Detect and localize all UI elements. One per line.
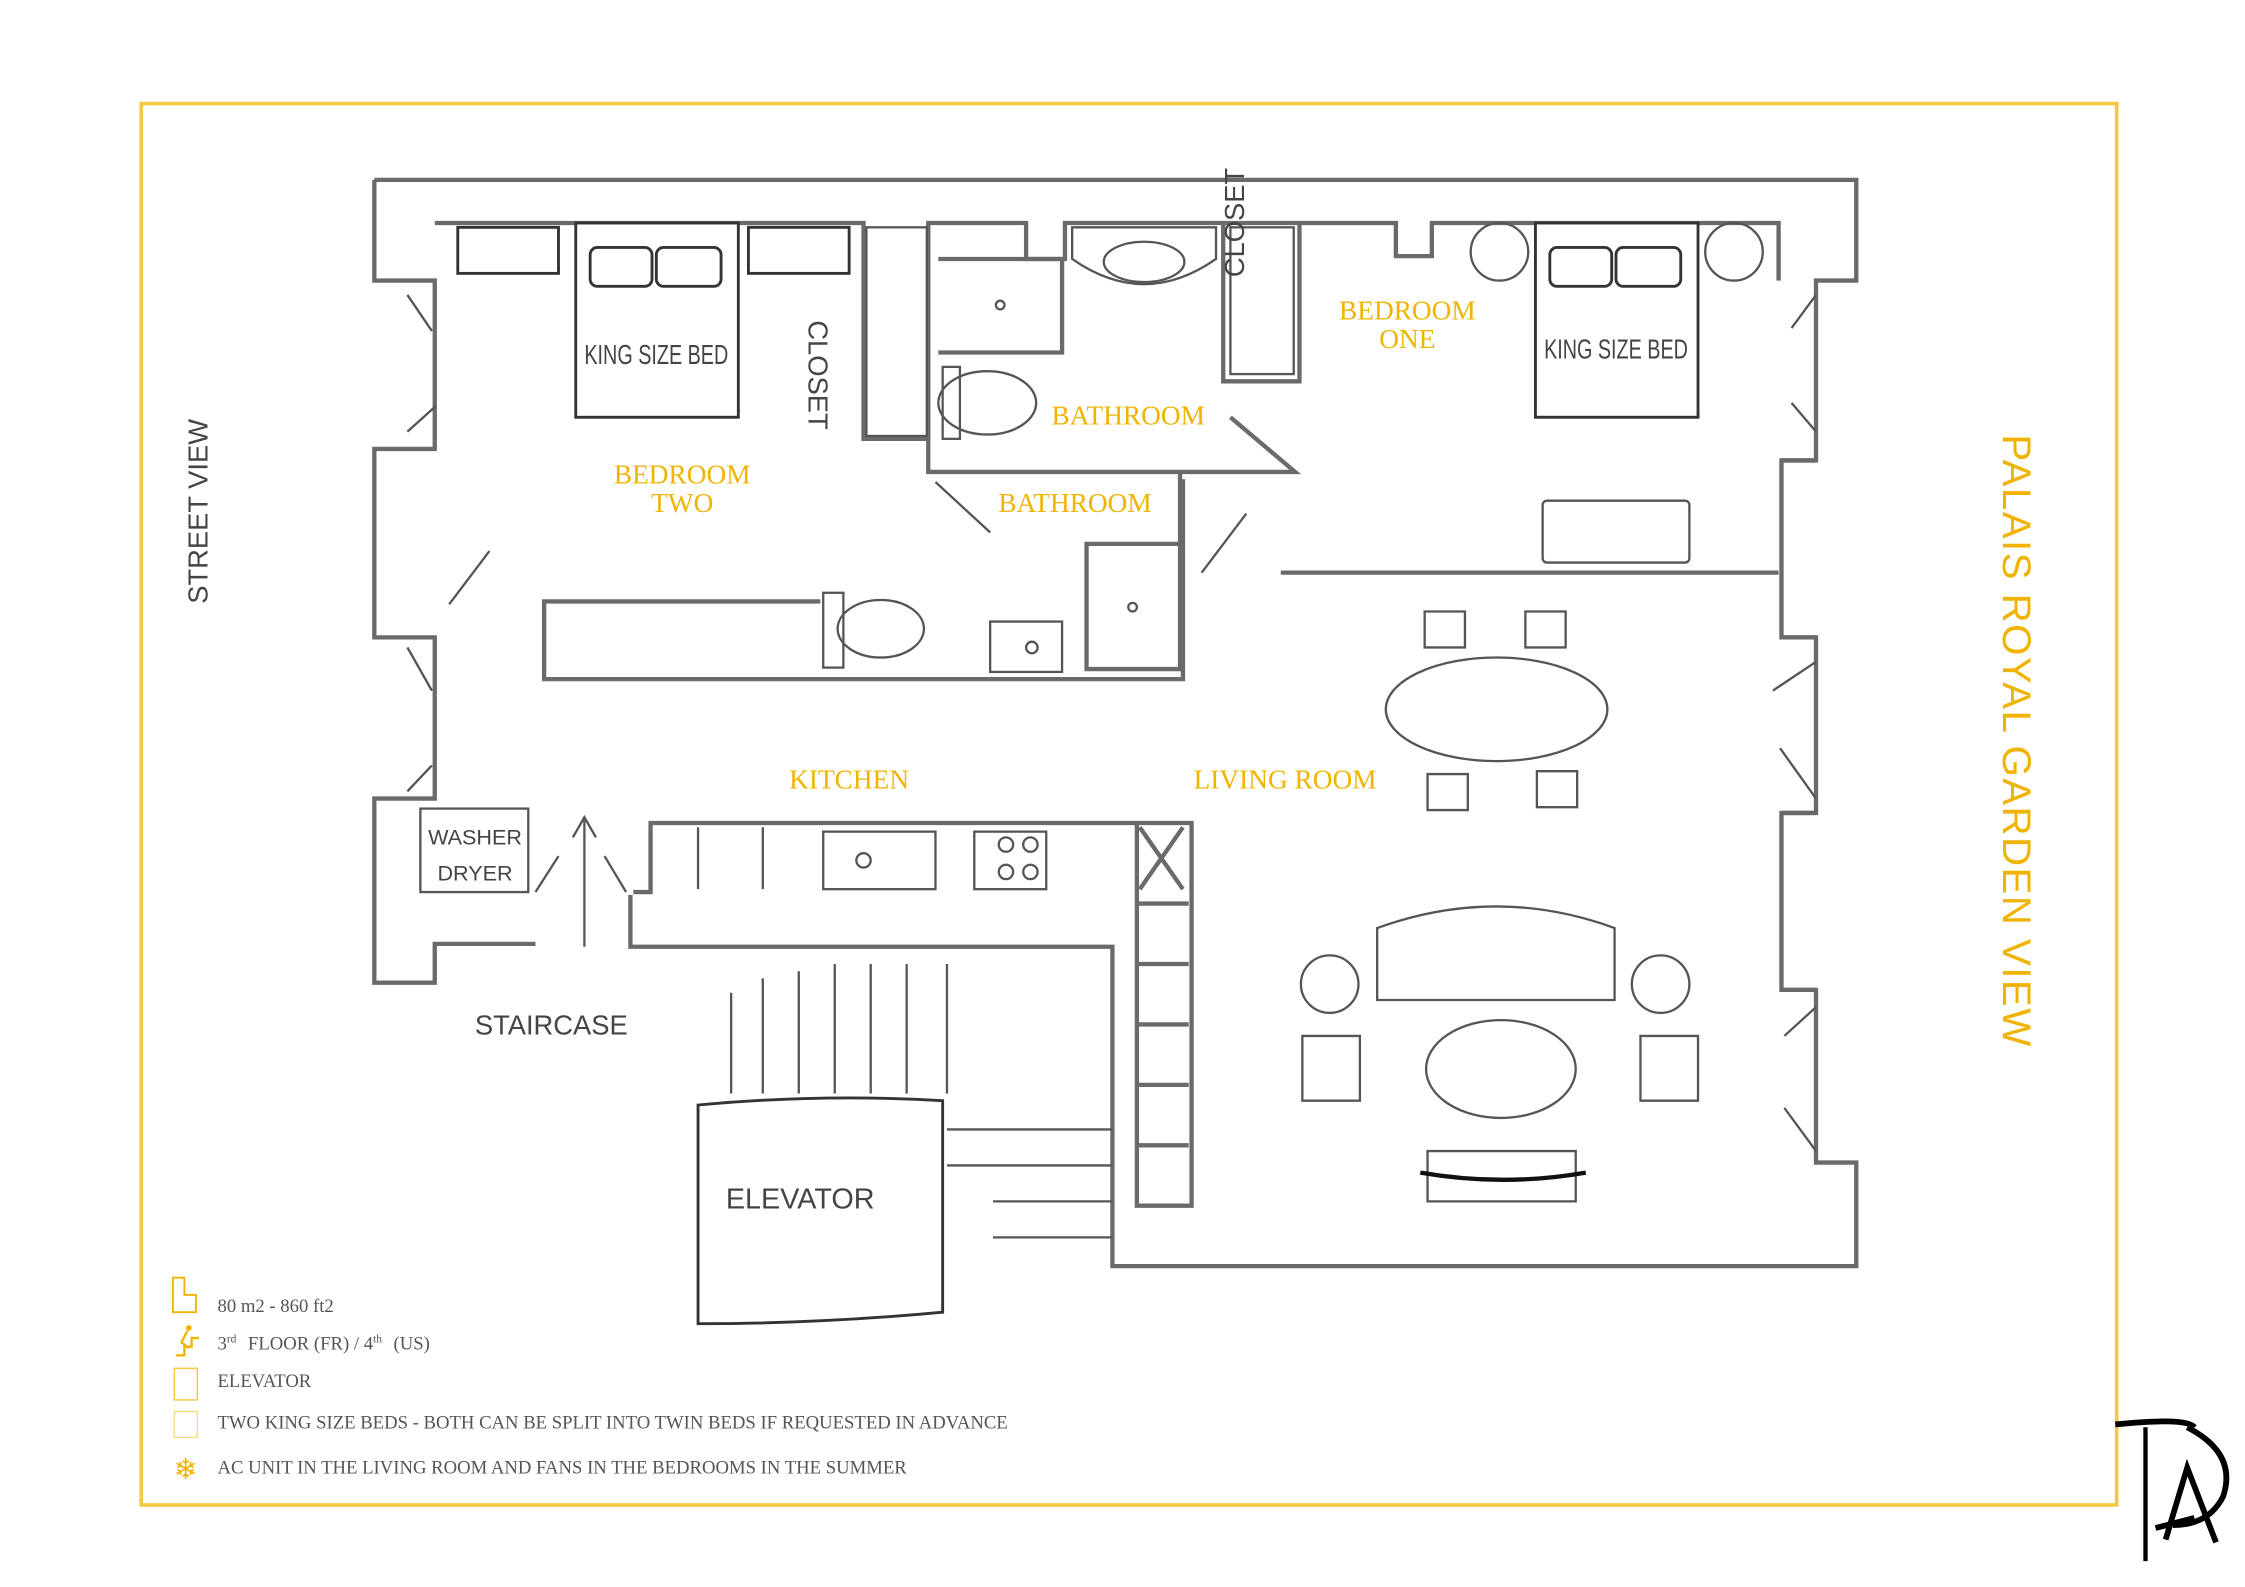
bathroom-fixtures — [822, 226, 1218, 674]
outer-walls — [372, 177, 1859, 1269]
closet-left — [865, 226, 928, 438]
logo — [2114, 1418, 2230, 1562]
closet-right — [1229, 226, 1295, 376]
bathroom-one-label: BATHROOM — [1052, 400, 1205, 430]
legend-area: 80 m2 - 860 ft2 — [217, 1296, 333, 1317]
living-room-label: LIVING ROOM — [1194, 764, 1377, 794]
elevator — [696, 1096, 945, 1326]
bedroom-one-label-2: ONE — [1379, 324, 1435, 354]
legend-beds: TWO KING SIZE BEDS - BOTH CAN BE SPLIT I… — [217, 1413, 1007, 1434]
gold-frame — [139, 101, 2119, 1507]
floor-area-icon — [171, 1276, 197, 1314]
bed-left-label: KING SIZE BED — [584, 339, 728, 370]
king-bed-right: KING SIZE BED — [1469, 221, 1764, 564]
doors — [406, 294, 1817, 1152]
side-title: PALAIS ROYAL GARDEN VIEW — [1994, 434, 2039, 1047]
washer-dryer — [419, 807, 530, 894]
elevator-icon — [173, 1367, 199, 1401]
bedroom-one-label-1: BEDROOM — [1339, 295, 1476, 325]
legend-elevator: ELEVATOR — [217, 1371, 311, 1392]
washer-label: WASHER — [428, 825, 522, 850]
closet-right-label: CLOSET — [1219, 168, 1250, 278]
bathroom-two-label: BATHROOM — [998, 488, 1151, 518]
dryer-label: DRYER — [437, 861, 512, 886]
elevator-label: ELEVATOR — [726, 1184, 875, 1216]
living-furniture — [1299, 610, 1700, 1203]
legend-ac: AC UNIT IN THE LIVING ROOM AND FANS IN T… — [217, 1457, 907, 1478]
kitchen-label: KITCHEN — [789, 764, 909, 794]
staircase — [729, 963, 1113, 1239]
bed-icon — [173, 1410, 199, 1439]
bedroom-two-label-1: BEDROOM — [614, 459, 751, 489]
closet-left-label: CLOSET — [802, 320, 833, 430]
bed-right-label: KING SIZE BED — [1544, 333, 1688, 364]
staircase-label: STAIRCASE — [475, 1009, 628, 1040]
bedroom-two-label-2: TWO — [651, 488, 713, 518]
kitchen-fixtures — [696, 827, 1048, 891]
street-view-label: STREET VIEW — [183, 419, 214, 604]
stairs-person-icon — [175, 1330, 199, 1357]
king-bed-left: KING SIZE BED — [456, 221, 851, 419]
entry-arrow-icon — [571, 814, 597, 947]
snowflake-icon: ❄ — [174, 1452, 198, 1486]
